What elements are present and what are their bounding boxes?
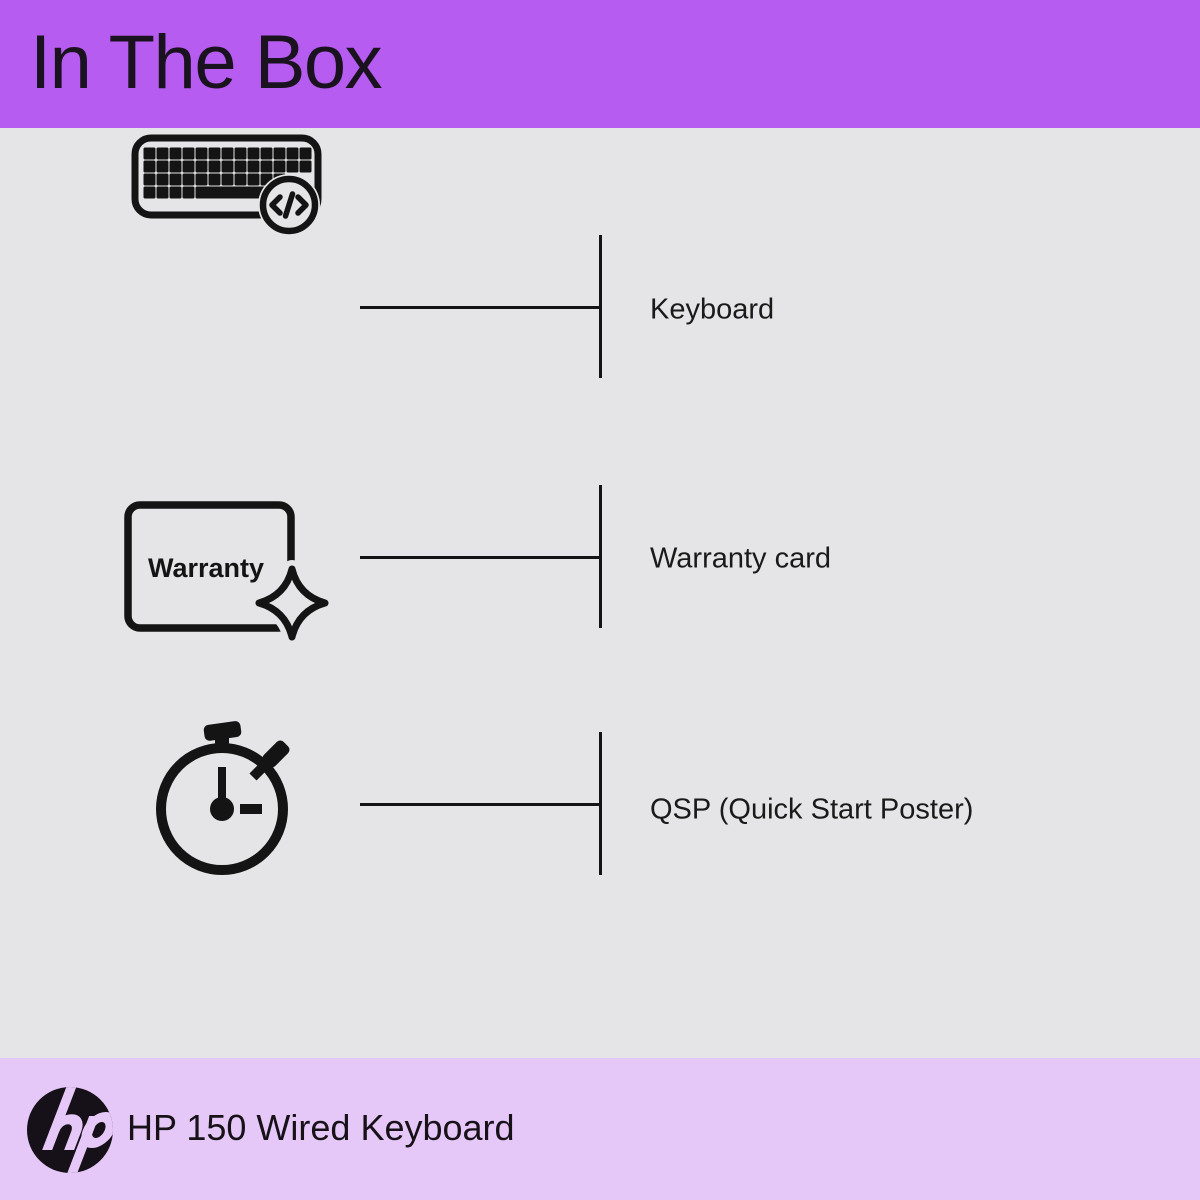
connector-tick-qsp bbox=[599, 732, 602, 875]
connector-tick-keyboard bbox=[599, 235, 602, 378]
connector-line-keyboard bbox=[360, 306, 601, 309]
stopwatch-icon bbox=[156, 721, 290, 875]
warranty-card-text: Warranty bbox=[148, 553, 264, 583]
sparkle-icon bbox=[250, 560, 334, 646]
item-label-qsp: QSP (Quick Start Poster) bbox=[650, 793, 974, 826]
keyboard-keys bbox=[143, 147, 312, 199]
content-area: Keyboard Warranty Warranty card bbox=[0, 128, 1200, 1058]
connector-tick-warranty bbox=[599, 485, 602, 628]
code-badge-icon bbox=[258, 174, 320, 236]
item-label-keyboard: Keyboard bbox=[650, 293, 775, 326]
warranty-card-icon: Warranty bbox=[124, 501, 334, 646]
product-name: HP 150 Wired Keyboard bbox=[127, 1107, 515, 1149]
header-band: In The Box bbox=[0, 0, 1200, 128]
footer-band: HP 150 Wired Keyboard bbox=[0, 1058, 1200, 1200]
connector-line-warranty bbox=[360, 556, 601, 559]
hp-logo bbox=[27, 1087, 113, 1173]
keyboard-icon bbox=[131, 134, 322, 236]
connector-line-qsp bbox=[360, 803, 601, 806]
item-label-warranty: Warranty card bbox=[650, 542, 832, 575]
page-title: In The Box bbox=[30, 19, 383, 105]
